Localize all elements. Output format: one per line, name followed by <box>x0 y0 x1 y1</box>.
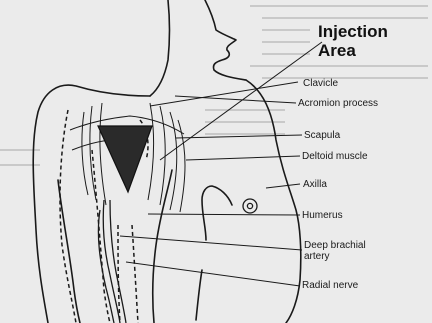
injection-area-title: Injection Area <box>318 22 388 60</box>
nipple-mark <box>243 199 257 213</box>
title-line-1: Injection <box>318 22 388 41</box>
shoulder-outline <box>33 85 150 323</box>
leader-lines <box>120 42 322 286</box>
title-line-2: Area <box>318 41 388 60</box>
label-deep-brachial-line-2: artery <box>304 251 366 262</box>
brachial-artery <box>98 200 126 323</box>
label-deep-brachial-line-1: Deep brachial <box>304 240 366 251</box>
label-deltoid-muscle: Deltoid muscle <box>302 151 368 162</box>
label-clavicle: Clavicle <box>303 78 338 89</box>
neck-outline <box>150 0 170 96</box>
label-acromion-process: Acromion process <box>298 98 378 109</box>
label-deep-brachial-artery: Deep brachial artery <box>304 240 366 262</box>
head-outline <box>205 0 246 80</box>
label-scapula: Scapula <box>304 130 340 141</box>
label-humerus: Humerus <box>302 210 343 221</box>
axilla-outline <box>202 186 232 240</box>
humerus-outline <box>118 225 120 323</box>
label-axilla: Axilla <box>303 179 327 190</box>
injection-area-triangle <box>98 126 152 192</box>
torso-outline <box>246 80 301 323</box>
arm-back-outline <box>58 180 80 323</box>
label-radial-nerve: Radial nerve <box>302 280 358 291</box>
